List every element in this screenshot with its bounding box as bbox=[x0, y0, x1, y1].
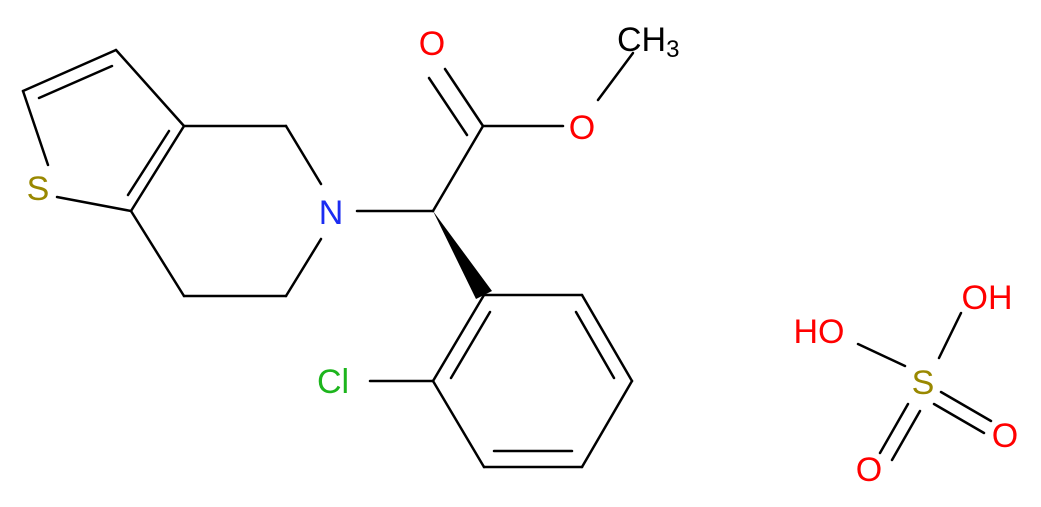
bond-carbonyl-o-b bbox=[427, 76, 469, 137]
bond-n-c6 bbox=[284, 237, 323, 298]
bond-ph2-ph3 bbox=[580, 293, 634, 383]
atom-o-oxo-bottom: O bbox=[856, 451, 882, 489]
methyl-ch: CH bbox=[617, 21, 666, 59]
bond-c4-n bbox=[284, 124, 323, 186]
bond-s-oxo-right-b bbox=[932, 402, 986, 435]
bond-s-c2 bbox=[21, 89, 50, 167]
clopidogrel-bonds bbox=[21, 48, 635, 469]
atom-o-ester: O bbox=[569, 109, 595, 147]
bond-ph6-ph1-inner bbox=[449, 310, 492, 380]
bond-ph6-ph1 bbox=[431, 293, 486, 383]
bond-carbonyl-o-a bbox=[443, 67, 485, 128]
atom-methyl: CH3 bbox=[617, 21, 679, 63]
atom-n-amine: N bbox=[319, 194, 344, 232]
bond-c3-c3a bbox=[114, 48, 186, 128]
bond-c7a-s bbox=[55, 195, 133, 213]
atom-s-sulfuric: S bbox=[912, 364, 935, 402]
bond-s-oh-left bbox=[856, 342, 907, 368]
atom-s-thiophene: S bbox=[27, 170, 50, 208]
bond-ph5-ph6 bbox=[431, 379, 486, 469]
atom-oh-left: HO bbox=[794, 313, 845, 351]
bond-oester-ch3 bbox=[596, 51, 635, 102]
bond-s-oxo-right-a bbox=[939, 390, 993, 423]
sulfuric-acid-bonds bbox=[856, 311, 993, 462]
atom-labels: S N O O CH3 Cl S HO OH O O bbox=[27, 21, 1019, 489]
bond-s-oh-right bbox=[937, 311, 963, 360]
bond-c7-c7a bbox=[129, 209, 186, 298]
methyl-subscript: 3 bbox=[666, 36, 679, 63]
bond-ph2-ph3-inner bbox=[574, 310, 616, 380]
atom-chlorine: Cl bbox=[317, 363, 349, 401]
bond-s-oxo-bottom-b bbox=[890, 409, 922, 462]
atom-oh-right: OH bbox=[962, 279, 1013, 317]
bond-c2-c3 bbox=[21, 48, 118, 93]
bond-s-oxo-bottom-a bbox=[878, 402, 910, 455]
bond-calpha-ccarbonyl bbox=[431, 124, 485, 213]
bond-c3a-c7a-inner bbox=[126, 129, 171, 197]
bond-c3a-c7a bbox=[129, 124, 186, 213]
bond-ph3-ph4 bbox=[580, 379, 634, 469]
atom-o-carbonyl: O bbox=[419, 25, 445, 63]
stereo-wedge bbox=[433, 211, 492, 299]
atom-o-oxo-right: O bbox=[992, 417, 1018, 455]
bond-c2-c3-inner bbox=[37, 64, 114, 100]
